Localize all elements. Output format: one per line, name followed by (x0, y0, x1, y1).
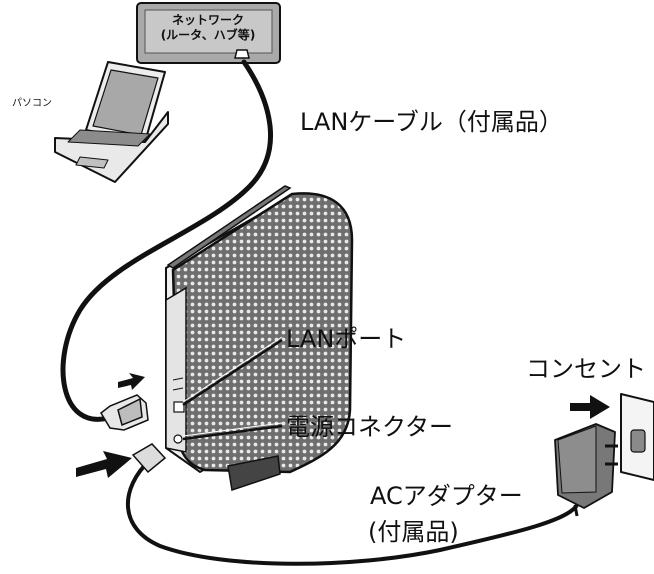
power-connector-label: 電源コネクター (286, 413, 454, 441)
router-lan-port (173, 401, 185, 413)
power-insert-arrow (76, 451, 132, 478)
router-stand (227, 455, 281, 491)
network-detail-label: (ルータ、ハブ等) (160, 28, 256, 42)
pc-label: パソコン (12, 98, 52, 109)
ac-adapter-label: ACアダプター (370, 482, 523, 510)
router-grill (171, 192, 354, 474)
lan-port-label: LANポート (286, 325, 407, 353)
lan-port-leader-white (182, 336, 283, 403)
network-device (136, 2, 281, 64)
outlet-label: コンセント (526, 355, 646, 383)
power-cable (126, 458, 579, 566)
lan-plug (100, 394, 149, 431)
lan-cable-label: LANケーブル（付属品） (300, 108, 563, 136)
network-label: ネットワーク (171, 13, 244, 27)
laptop-icon (54, 61, 169, 183)
lan-cable (60, 59, 273, 422)
router-device (165, 185, 354, 491)
dc-plug (131, 443, 167, 474)
router-power-port (173, 434, 183, 444)
ac-adapter-icon (554, 423, 618, 517)
power-connector-leader-white (182, 422, 283, 437)
network-lan-connector (234, 49, 250, 59)
outlet-insert-arrow (570, 395, 610, 419)
power-connector-leader (182, 424, 283, 441)
ac-adapter-note-label: (付属品) (368, 518, 459, 546)
outlet-icon (620, 393, 654, 481)
lan-insert-arrow (118, 373, 145, 390)
lan-port-leader (182, 338, 283, 407)
